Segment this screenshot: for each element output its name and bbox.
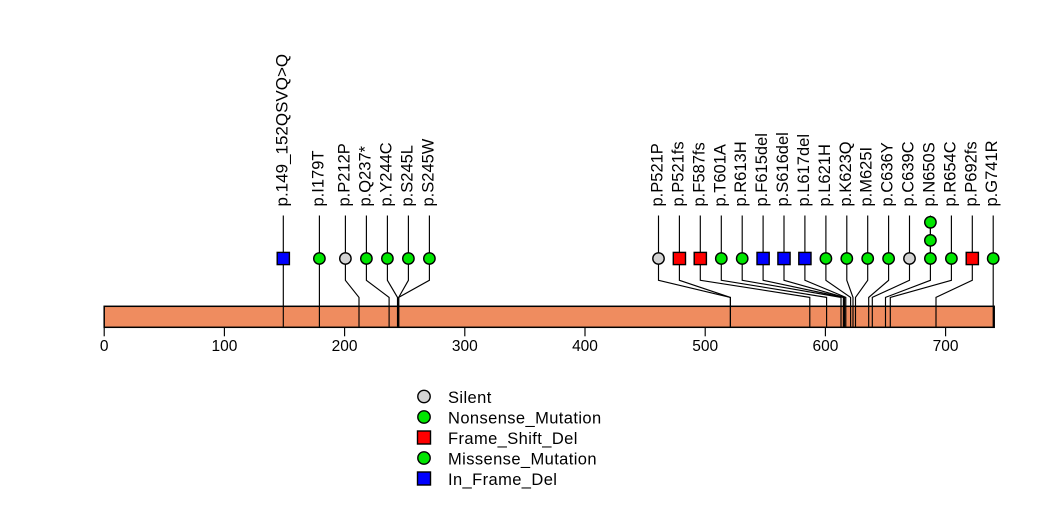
svg-text:p.L617del: p.L617del [795,134,813,207]
svg-text:p.R613H: p.R613H [732,141,750,206]
svg-text:p.N650S: p.N650S [920,142,938,206]
svg-text:p.T601A: p.T601A [711,144,729,206]
svg-text:p.P692fs: p.P692fs [962,141,980,206]
svg-text:700: 700 [933,338,959,355]
svg-text:300: 300 [452,338,478,355]
svg-text:0: 0 [100,338,109,355]
svg-text:p.S245W: p.S245W [419,138,437,206]
svg-text:p.C636Y: p.C636Y [879,142,897,206]
svg-text:p.F615del: p.F615del [753,133,771,206]
svg-text:400: 400 [572,338,598,355]
svg-text:p.C639C: p.C639C [900,141,918,206]
svg-text:Nonsense_Mutation: Nonsense_Mutation [448,409,602,427]
svg-text:p.F587fs: p.F587fs [690,142,708,206]
svg-text:p.L621H: p.L621H [816,144,834,206]
svg-text:p.K623Q: p.K623Q [837,141,855,206]
svg-text:p.S616del: p.S616del [774,132,792,206]
svg-text:p.P521fs: p.P521fs [669,141,687,206]
svg-text:100: 100 [211,338,237,355]
svg-text:p.M625I: p.M625I [858,147,876,207]
svg-text:p.149_152QSVQ>Q: p.149_152QSVQ>Q [272,54,291,207]
svg-text:p.P521P: p.P521P [649,143,667,206]
svg-text:p.G741R: p.G741R [983,140,1001,206]
svg-text:500: 500 [692,338,718,355]
svg-text:Missense_Mutation: Missense_Mutation [448,450,597,468]
svg-text:p.S245L: p.S245L [398,145,416,206]
svg-text:p.Q237*: p.Q237* [356,145,374,206]
svg-text:p.R654C: p.R654C [941,141,959,206]
svg-text:p.I179T: p.I179T [309,151,327,207]
svg-text:Frame_Shift_Del: Frame_Shift_Del [448,430,578,448]
svg-text:p.Y244C: p.Y244C [377,142,395,206]
svg-text:200: 200 [332,338,358,355]
svg-text:Silent: Silent [448,389,492,407]
svg-text:600: 600 [812,338,838,355]
svg-text:p.P212P: p.P212P [335,143,353,206]
svg-text:In_Frame_Del: In_Frame_Del [448,471,557,489]
